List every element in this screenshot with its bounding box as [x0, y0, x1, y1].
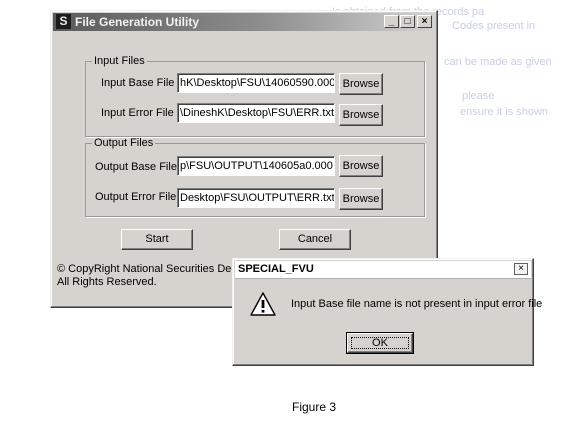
ok-button-label: OK	[351, 337, 409, 349]
input-error-file-field[interactable]: \DineshK\Desktop\FSU\ERR.txt	[177, 103, 335, 123]
ok-button[interactable]: OK	[346, 332, 414, 354]
input-base-file-label: Input Base File	[101, 77, 175, 89]
input-base-file-field[interactable]: hK\Desktop\FSU\14060590.000	[177, 73, 335, 93]
figure-caption: Figure 3	[292, 400, 337, 414]
output-files-legend: Output Files	[94, 137, 154, 149]
dialog-close-button[interactable]: ×	[514, 263, 528, 275]
dialog-message: Input Base file name is not present in i…	[291, 298, 543, 310]
window-title: File Generation Utility	[75, 15, 200, 29]
window-titlebar[interactable]: S File Generation Utility _ □ ×	[53, 13, 435, 31]
background-text-line: please	[462, 90, 495, 102]
background-text-line: can be made as given	[444, 56, 552, 68]
minimize-button[interactable]: _	[384, 15, 399, 28]
output-error-file-field[interactable]: Desktop\FSU\OUTPUT\ERR.txt	[177, 188, 335, 208]
dialog-titlebar[interactable]: SPECIAL_FVU ×	[235, 261, 531, 279]
close-button[interactable]: ×	[417, 15, 432, 28]
output-base-browse-button[interactable]: Browse	[339, 155, 383, 177]
background-text-line: ensure it is shown	[460, 106, 549, 118]
maximize-button[interactable]: □	[400, 15, 415, 28]
cancel-button[interactable]: Cancel	[279, 229, 351, 250]
copyright-line: © CopyRight National Securities Dep	[57, 263, 238, 275]
output-error-file-label: Output Error File	[95, 191, 177, 203]
rights-line: All Rights Reserved.	[57, 276, 157, 288]
special-fvu-dialog: SPECIAL_FVU × Input Base file name is no…	[232, 258, 542, 366]
input-error-browse-button[interactable]: Browse	[339, 104, 383, 126]
input-error-file-label: Input Error File	[101, 107, 174, 119]
input-files-group: Input Files	[85, 55, 425, 137]
background-text-line: Codes present in	[452, 20, 536, 32]
output-base-file-field[interactable]: p\FSU\OUTPUT\140605a0.000	[177, 156, 335, 176]
warning-icon	[250, 292, 276, 316]
input-base-browse-button[interactable]: Browse	[339, 73, 383, 95]
dialog-title: SPECIAL_FVU	[238, 263, 314, 275]
output-base-file-label: Output Base File	[95, 161, 177, 173]
app-icon: S	[56, 14, 71, 29]
output-files-group: Output Files	[85, 137, 425, 217]
start-button[interactable]: Start	[121, 229, 193, 250]
output-error-browse-button[interactable]: Browse	[339, 188, 383, 210]
input-files-legend: Input Files	[94, 55, 145, 67]
copyright-text: © CopyRight National Securities Dep All …	[57, 263, 238, 289]
